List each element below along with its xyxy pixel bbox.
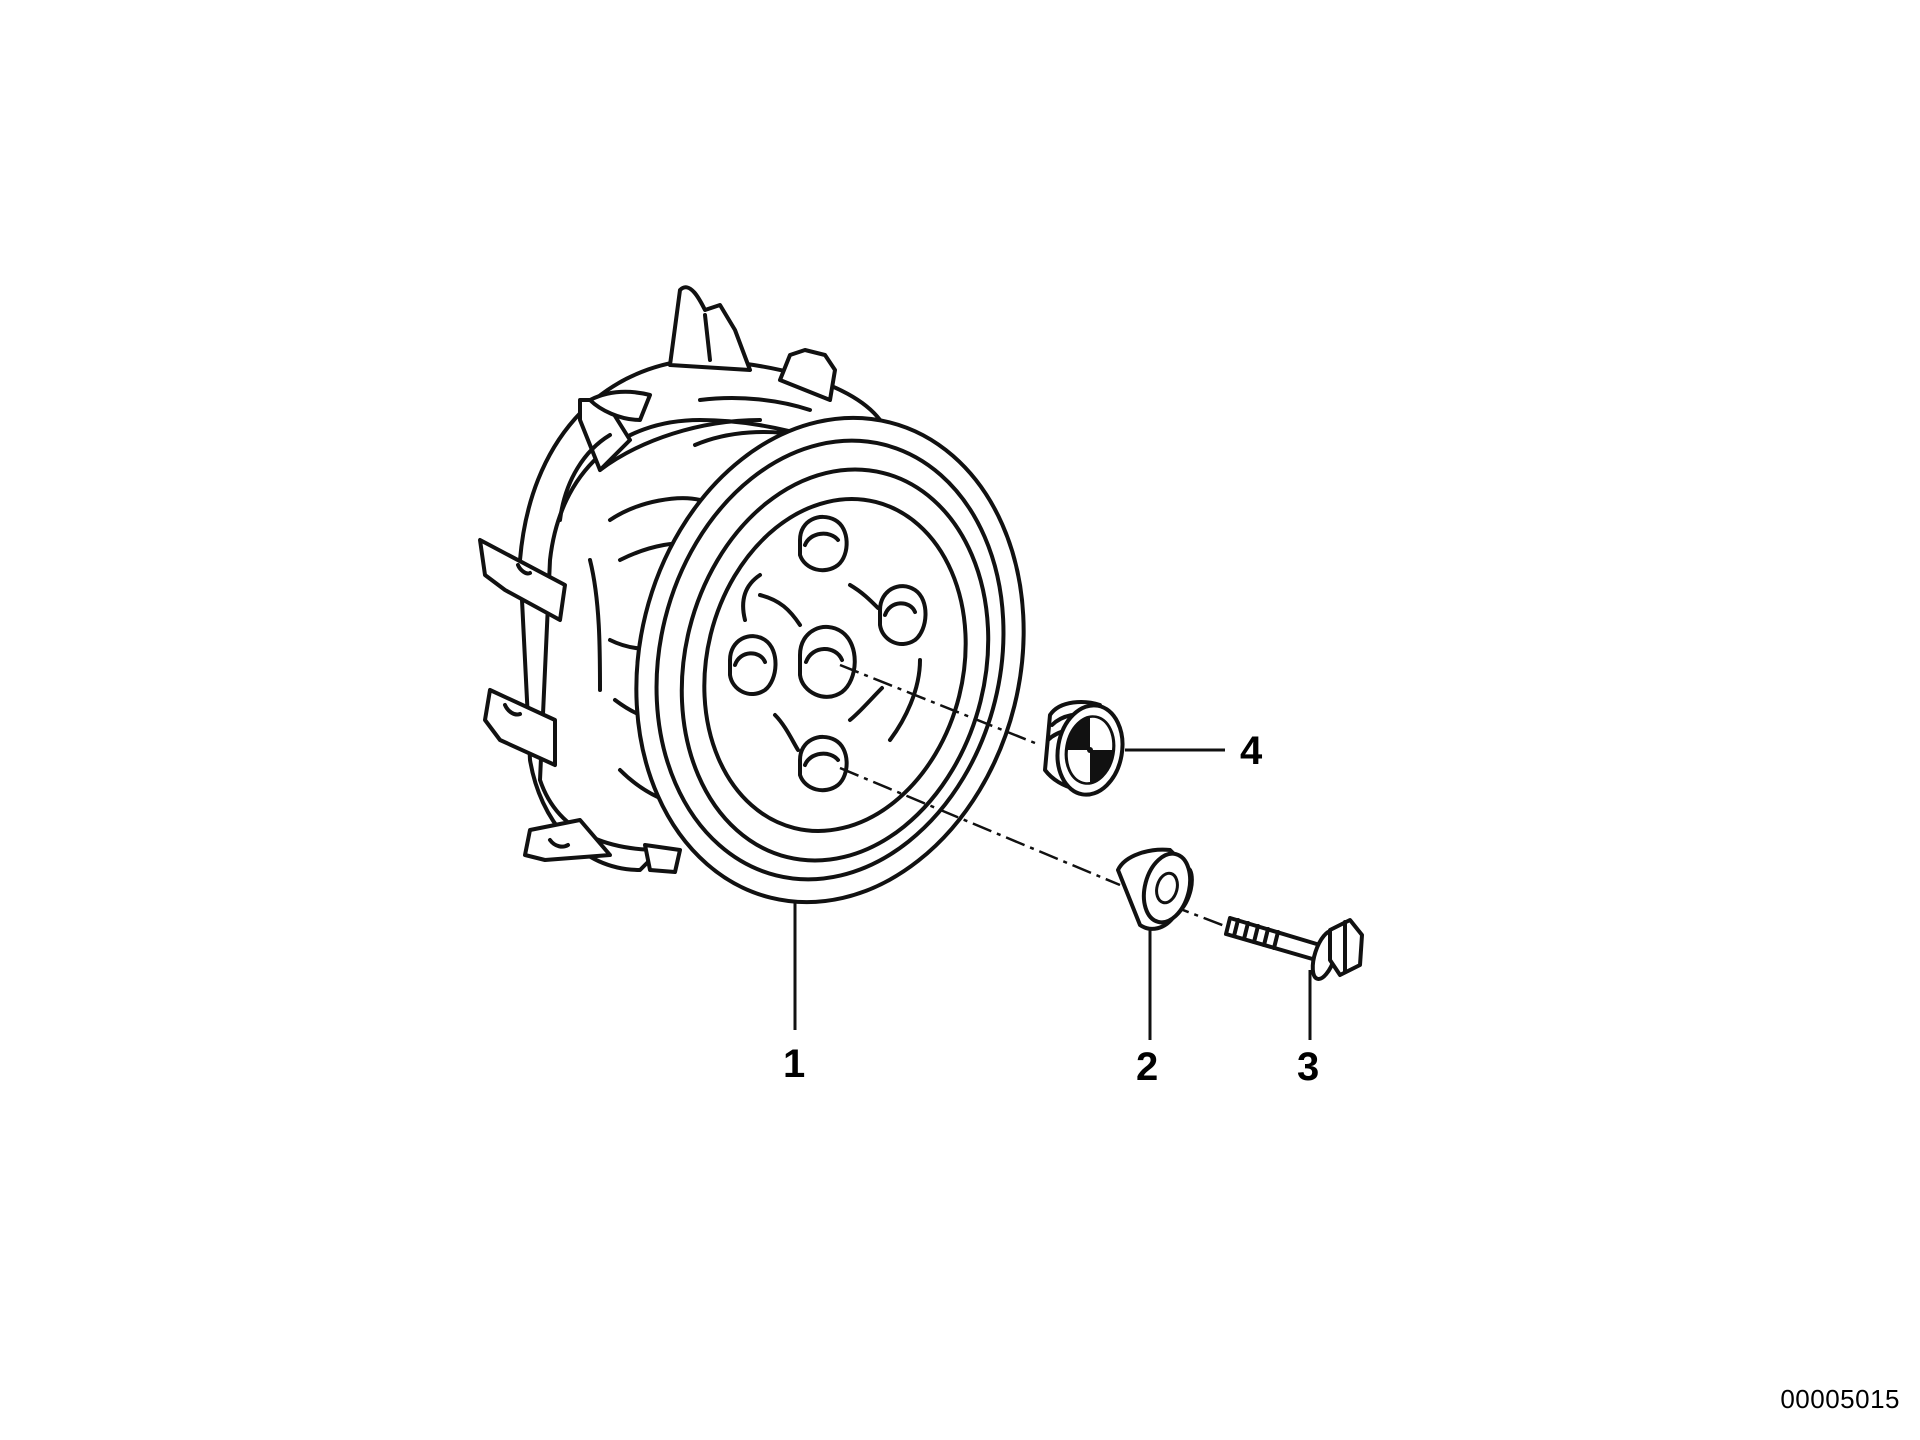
collar-bolt-icon[interactable] bbox=[1224, 916, 1364, 982]
hub-bolt-pockets bbox=[728, 514, 928, 793]
hub-cap-emblem-icon[interactable] bbox=[1043, 700, 1129, 800]
flange-lugs bbox=[478, 285, 837, 874]
rim-inner-lip bbox=[654, 438, 1006, 882]
callout-2: 2 bbox=[1136, 1045, 1158, 1089]
rear-wheel-hub-icon[interactable] bbox=[478, 285, 1074, 943]
drawing-number: 00005015 bbox=[1780, 1384, 1900, 1414]
callout-1: 1 bbox=[783, 1042, 805, 1086]
hub-face bbox=[702, 497, 968, 833]
rubber-bush-icon[interactable] bbox=[1116, 847, 1197, 931]
callout-4: 4 bbox=[1240, 729, 1263, 773]
callout-3: 3 bbox=[1297, 1045, 1319, 1089]
assembly-axis-lower bbox=[839, 766, 1121, 887]
